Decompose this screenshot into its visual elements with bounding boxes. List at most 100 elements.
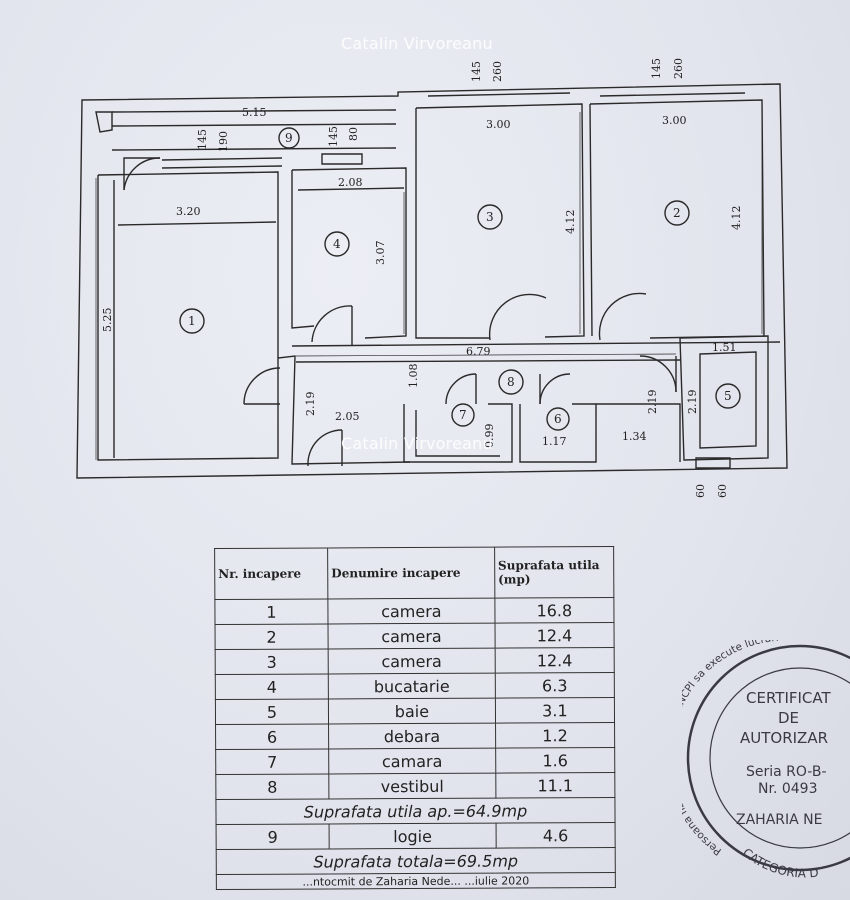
row-area: 6.3 (495, 672, 615, 699)
room-7-label: 7 (459, 408, 467, 422)
dim-room3-length: 4.12 (564, 210, 577, 235)
stamp-line-1: CERTIFICAT (746, 689, 831, 707)
dim-room3-width: 3.00 (486, 118, 511, 131)
dim-bath-length: 2.19 (686, 390, 699, 415)
dim-room4-width: 2.08 (338, 176, 363, 189)
room-4-walls (291, 167, 407, 339)
authorization-stamp: Persoana fizica autorizata de ANCPI sa e… (682, 640, 850, 880)
watermark-middle: Catalin Virvoreanu (341, 434, 493, 453)
table-row: 3 camera 12.4 (215, 647, 615, 675)
table-row: 5 baie 3.1 (215, 697, 615, 725)
row-nr: 5 (215, 698, 329, 725)
grand-total-row: Suprafata totala=69.5mp (216, 847, 616, 875)
row-name: camera (328, 623, 495, 649)
loggia-label-b-top: 145 (327, 126, 340, 147)
room-5-label: 5 (724, 389, 732, 403)
row-name: baie (328, 698, 496, 724)
dim-room1-length: 5.25 (101, 308, 114, 333)
row-nr: 8 (215, 773, 329, 800)
room-6-walls (519, 403, 597, 463)
header-name: Denumire incapere (327, 547, 495, 599)
window-label-c: 145 (650, 58, 663, 79)
loggia-label-a-top: 145 (196, 129, 209, 150)
watermark-top: Catalin Virvoreanu (341, 34, 493, 53)
room-5-walls (679, 335, 769, 461)
dim-hall-left-width: 2.05 (335, 410, 360, 423)
room-3-walls (415, 103, 585, 339)
useful-total: Suprafata utila ap.=64.9mp (215, 797, 616, 825)
floor-plan: 9 1 2 3 4 5 6 7 8 5.15 3.20 3.00 3.00 2.… (76, 58, 788, 498)
room-8-circle (498, 369, 524, 395)
room-9-label: 9 (285, 131, 293, 145)
row-name: bucatarie (328, 673, 496, 699)
stamp-line-4: Seria RO-B- (746, 764, 827, 780)
row-nr: 2 (215, 623, 329, 650)
bath-window-a: 60 (694, 484, 707, 498)
stamp-line-3: AUTORIZAR (740, 729, 828, 747)
loggia-label-b-bot: 80 (347, 127, 360, 141)
row-area: 3.1 (495, 697, 615, 724)
stamp-line-2: DE (778, 709, 799, 727)
row-area: 11.1 (495, 772, 615, 799)
room-6-label: 6 (554, 412, 562, 426)
dim-room7-width: 0.99 (483, 424, 496, 449)
hallway-walls (291, 341, 781, 347)
outer-wall (76, 83, 788, 479)
row-area: 16.8 (494, 597, 615, 624)
bottom-row: ...ntocmit de Zaharia Nede... ...iulie 2… (216, 872, 616, 890)
row-area: 1.2 (495, 722, 615, 749)
room-3-label: 3 (486, 210, 494, 224)
row-nr: 9 (216, 823, 330, 850)
room-3-circle (477, 204, 503, 230)
table-row: 8 vestibul 11.1 (215, 772, 615, 800)
table-row: 6 debara 1.2 (215, 722, 615, 750)
grand-total: Suprafata totala=69.5mp (216, 847, 616, 875)
table-row: 1 camera 16.8 (214, 597, 615, 625)
loggia-label-a-bot: 190 (217, 131, 230, 152)
row-area: 4.6 (495, 822, 616, 849)
useful-total-row: Suprafata utila ap.=64.9mp (215, 797, 616, 825)
room-5-circle (715, 383, 741, 409)
room-4-label: 4 (333, 237, 341, 251)
row-area: 12.4 (494, 647, 615, 674)
window-label-a: 145 (470, 61, 483, 82)
window-label-b: 260 (491, 61, 504, 82)
row-name: debara (328, 723, 496, 749)
room-4-circle (324, 231, 350, 257)
row-name: camera (327, 598, 495, 624)
row-nr: 1 (214, 598, 329, 625)
room-1-walls (97, 175, 411, 465)
room-6-circle (546, 407, 570, 431)
row-nr: 7 (215, 748, 329, 775)
dim-room6-width: 1.17 (542, 435, 567, 448)
dim-hall-right-width: 1.34 (622, 430, 647, 443)
dim-hall-right-height: 2.19 (646, 390, 659, 415)
dim-hall-width: 6.79 (466, 345, 491, 358)
room-7-circle (451, 403, 475, 427)
row-area: 1.6 (495, 747, 615, 774)
stamp-line-5: Nr. 0493 (758, 781, 817, 797)
area-table: Nr. incapere Denumire incapere Suprafata… (214, 546, 616, 890)
row-name: vestibul (328, 773, 496, 799)
window-label-d: 260 (672, 58, 685, 79)
dim-loggia-width: 5.15 (242, 106, 267, 119)
row-name: logie (329, 823, 497, 849)
stamp-line-6: ZAHARIA NE (736, 812, 822, 828)
dim-room2-length: 4.12 (730, 206, 743, 231)
dim-hall-height: 1.08 (407, 364, 420, 389)
loggia-row: 9 logie 4.6 (216, 822, 616, 850)
room-1-circle (179, 308, 205, 334)
dim-hall-left-height: 2.19 (304, 392, 317, 417)
row-nr: 6 (215, 723, 329, 750)
loggia-walls (111, 109, 397, 151)
row-name: camara (328, 748, 496, 774)
table-row: 2 camera 12.4 (215, 622, 615, 650)
room-7-walls (403, 403, 513, 463)
room-9-circle (278, 127, 300, 149)
bottom-text: ...ntocmit de Zaharia Nede... ...iulie 2… (216, 872, 616, 890)
room-2-circle (664, 200, 690, 226)
dim-room2-width: 3.00 (662, 114, 687, 127)
table-header-row: Nr. incapere Denumire incapere Suprafata… (214, 546, 614, 600)
row-nr: 3 (215, 648, 329, 675)
table-row: 4 bucatarie 6.3 (215, 672, 615, 700)
